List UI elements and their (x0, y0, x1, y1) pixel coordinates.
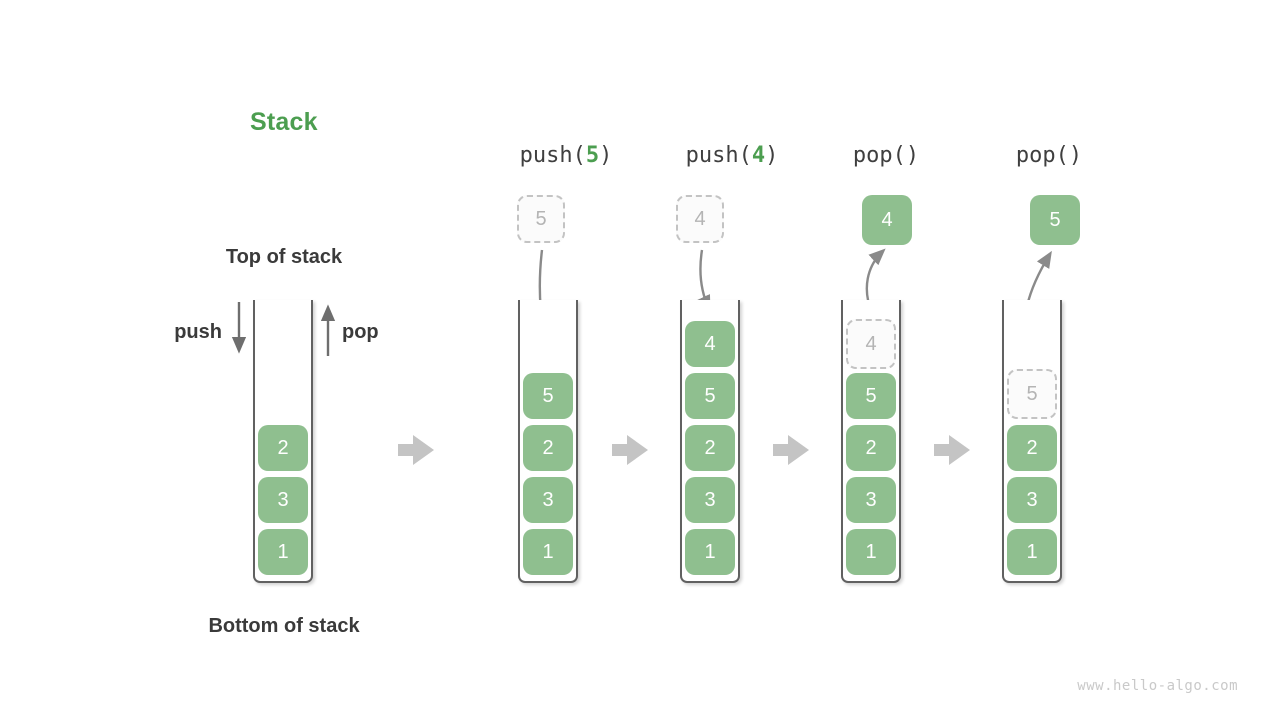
op-text: ) (599, 143, 613, 168)
op-label-pop-2: pop() (969, 143, 1129, 168)
step-arrow-icon (934, 435, 970, 465)
stack-block: 1 (685, 529, 735, 575)
removed-ghost-block: 5 (1007, 369, 1057, 419)
incoming-ghost-block: 5 (517, 195, 565, 243)
step-arrow-icon (612, 435, 648, 465)
pop-label: pop (342, 321, 379, 343)
op-arg: 4 (751, 143, 766, 168)
stack-block: 2 (685, 425, 735, 471)
stack-block: 1 (258, 529, 308, 575)
op-text: push( (685, 143, 752, 168)
popped-block: 5 (1030, 195, 1080, 245)
stack-block: 2 (523, 425, 573, 471)
op-arg: 5 (585, 143, 600, 168)
stack-block: 3 (258, 477, 308, 523)
stack-block: 5 (523, 373, 573, 419)
bottom-of-stack-label: Bottom of stack (208, 615, 360, 637)
op-text: pop() (1015, 143, 1083, 168)
step-arrow-icon (398, 435, 434, 465)
op-text: ) (765, 143, 779, 168)
stack-block: 3 (523, 477, 573, 523)
op-label-push-5: push(5) (486, 143, 646, 168)
stack-block: 1 (1007, 529, 1057, 575)
op-text: pop() (852, 143, 920, 168)
op-label-push-4: push(4) (652, 143, 812, 168)
watermark: www.hello-algo.com (1077, 678, 1238, 694)
stack-block: 2 (258, 425, 308, 471)
stack-block: 3 (846, 477, 896, 523)
step-arrow-icon (773, 435, 809, 465)
op-text: push( (519, 143, 586, 168)
page-title: Stack (250, 108, 318, 136)
stack-block: 3 (1007, 477, 1057, 523)
stack-block: 3 (685, 477, 735, 523)
stack-block: 5 (685, 373, 735, 419)
stack-block: 1 (523, 529, 573, 575)
stack-block: 5 (846, 373, 896, 419)
stack-block: 2 (1007, 425, 1057, 471)
top-of-stack-label: Top of stack (225, 246, 343, 268)
removed-ghost-block: 4 (846, 319, 896, 369)
stack-block: 2 (846, 425, 896, 471)
stack-block: 1 (846, 529, 896, 575)
incoming-ghost-block: 4 (676, 195, 724, 243)
push-label: push (174, 321, 222, 343)
popped-block: 4 (862, 195, 912, 245)
op-label-pop-1: pop() (806, 143, 966, 168)
stack-block: 4 (685, 321, 735, 367)
